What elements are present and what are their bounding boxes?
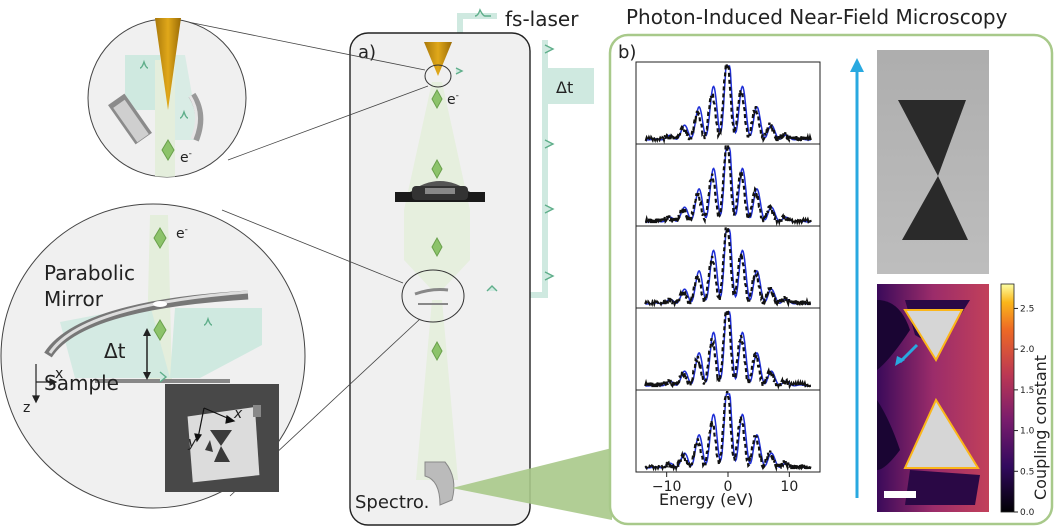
svg-text:e-: e- <box>180 149 192 166</box>
emitter-tip <box>424 42 452 76</box>
colorbar-tick-label: 2.5 <box>1020 304 1034 314</box>
colorbar-tick-label: 2.0 <box>1020 345 1035 355</box>
tip-pulse <box>455 67 464 75</box>
axis-z-label: z <box>23 400 30 416</box>
energy-axis-label: Energy (eV) <box>659 490 753 509</box>
spectrometer-icon <box>424 461 455 506</box>
laser-pulse-icon <box>474 8 491 17</box>
x-tick-label: −10 <box>652 479 682 495</box>
svg-text:y: y <box>187 435 197 451</box>
spectra-stack <box>635 61 821 473</box>
delay-box <box>546 68 594 104</box>
svg-text:x: x <box>233 406 243 422</box>
laser-label: fs-laser <box>505 7 579 31</box>
delay-label: Δt <box>556 78 573 97</box>
tip-zoom-marker <box>424 64 452 88</box>
mirror-delay-label: Δt <box>104 339 126 363</box>
x-tick-label: 0 <box>724 479 733 495</box>
x-tick-label: 10 <box>780 479 798 495</box>
colorbar-tick-label: 0.0 <box>1020 508 1035 518</box>
mirror-label-line1: Parabolic <box>44 261 135 285</box>
bowtie-sem-image <box>877 50 989 274</box>
spectrum-line-dashed <box>644 305 812 390</box>
axis-x-label: x <box>55 366 63 382</box>
mirror-pulse <box>486 285 498 292</box>
panel-b-label: b) <box>618 42 636 63</box>
sample-sem-image: x y <box>165 384 279 492</box>
colorbar-tick-label: 0.5 <box>1020 467 1034 477</box>
colorbar: 0.0 0.5 1.0 1.5 2.0 2.5 <box>1000 283 1035 518</box>
coupling-heatmap <box>877 284 989 512</box>
svg-text:e-: e- <box>176 225 188 242</box>
column-electron-pulses <box>431 88 443 362</box>
zoom-tip <box>155 18 181 110</box>
colorbar-tick-label: 1.0 <box>1020 427 1035 437</box>
delay-pulses <box>544 44 555 281</box>
spectrum-line-dashed <box>644 145 812 227</box>
spectrum-line-dashed <box>644 390 812 473</box>
electron-beam-lower <box>416 300 458 480</box>
tip-zoom-circle: e- <box>87 18 247 178</box>
mirror-zoom-marker <box>401 269 465 323</box>
spectro-label: Spectro. <box>355 492 429 513</box>
axes-icon <box>32 364 58 404</box>
spectrum-line-dashed <box>644 62 812 145</box>
colorbar-tick-label: 1.5 <box>1020 386 1034 396</box>
colorbar-label: Coupling constant <box>1031 355 1050 500</box>
column-mirror <box>414 288 449 296</box>
magnetic-lens <box>395 181 485 202</box>
mirror-label-line2: Mirror <box>44 287 104 311</box>
spectrum-line-dashed <box>644 227 812 308</box>
sample-label: Sample <box>44 371 119 395</box>
energy-axis: −10 0 10 <box>652 472 798 495</box>
page-title: Photon-Induced Near-Field Microscopy <box>626 5 1008 29</box>
spectro-connector <box>452 448 612 520</box>
column-electron-label: e- <box>447 91 459 108</box>
time-arrow <box>850 58 864 498</box>
